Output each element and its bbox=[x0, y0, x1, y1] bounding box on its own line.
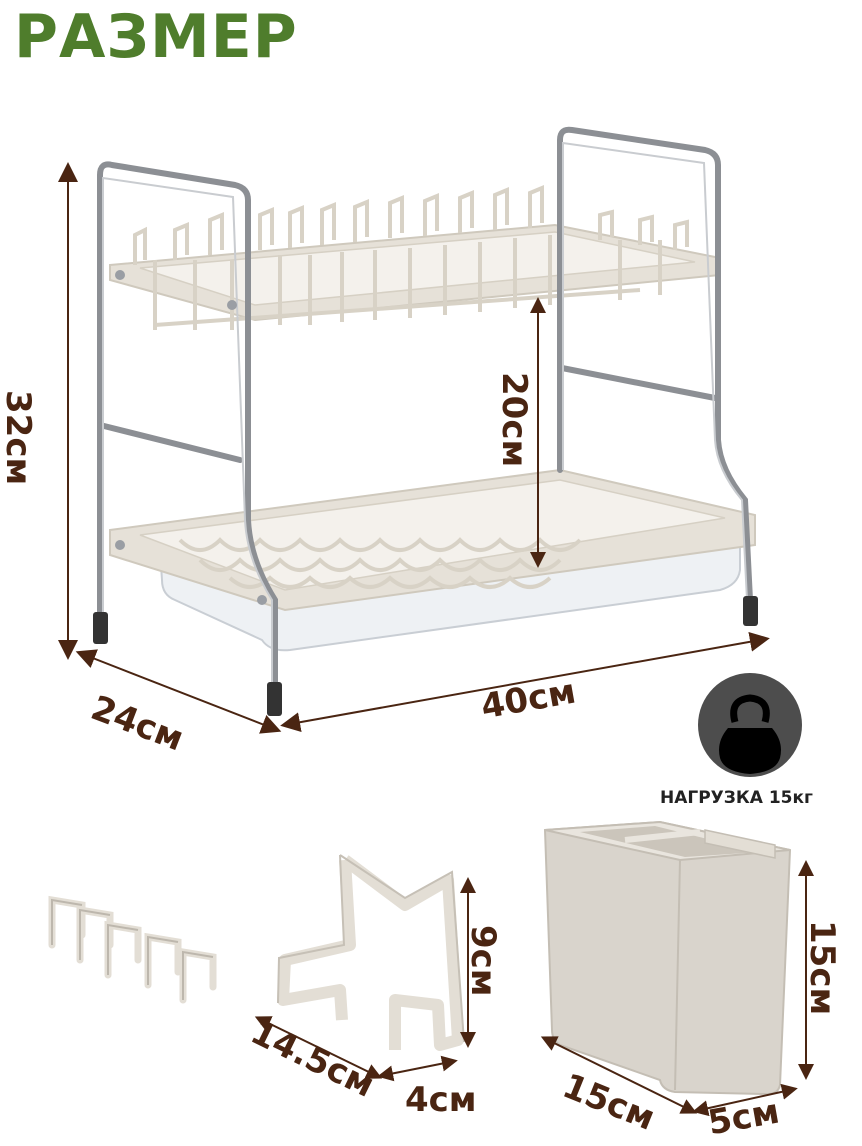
chrome-frame bbox=[97, 126, 753, 693]
shelf-gap-label: 20см bbox=[494, 372, 534, 468]
board-width-arrow bbox=[377, 1055, 458, 1082]
foot bbox=[267, 682, 282, 716]
dish-rack bbox=[93, 126, 758, 716]
board-length-arrow bbox=[254, 1016, 383, 1079]
foot bbox=[743, 596, 758, 626]
board-height-label: 9см bbox=[463, 925, 503, 997]
board-width-label: 4см bbox=[405, 1080, 477, 1120]
utensil-cup bbox=[543, 820, 792, 1096]
width-arrow bbox=[280, 631, 770, 733]
height-label: 32см bbox=[0, 390, 38, 486]
board-holder bbox=[277, 855, 464, 1051]
depth-arrow bbox=[75, 649, 282, 734]
kettlebell-icon bbox=[698, 673, 802, 777]
page-title: РАЗМЕР bbox=[14, 2, 298, 72]
foot bbox=[93, 612, 108, 644]
cup-height-label: 15см bbox=[802, 920, 842, 1016]
load-label: НАГРУЗКА 15кг bbox=[660, 788, 813, 808]
cup-length-arrow bbox=[540, 1036, 698, 1114]
hooks bbox=[48, 895, 217, 1004]
cup-width-arrow bbox=[692, 1083, 798, 1117]
